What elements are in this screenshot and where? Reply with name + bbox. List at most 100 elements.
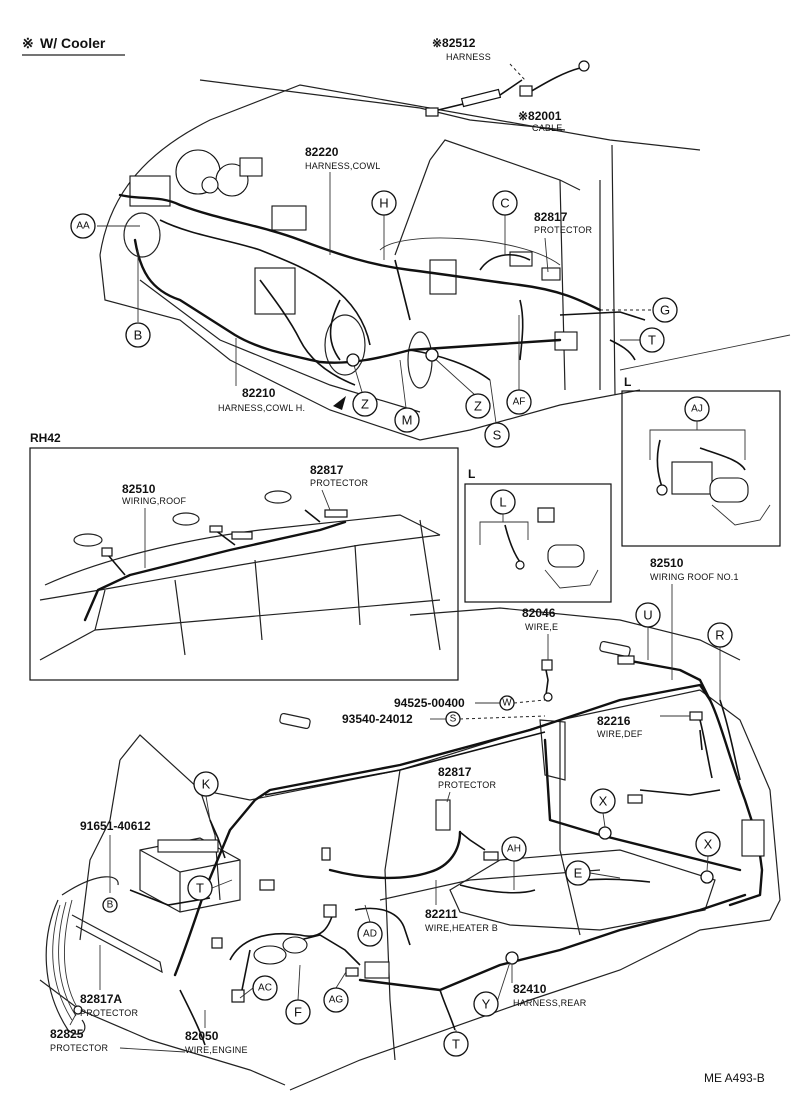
- cargo-floor: [449, 849, 716, 931]
- part-name-wiring-roof-rh: WIRING,ROOF: [122, 496, 186, 506]
- protector-82817-piece: [435, 799, 451, 831]
- svg-text:AJ: AJ: [691, 404, 703, 415]
- svg-text:K: K: [202, 777, 211, 792]
- part-number-82050: 82050: [185, 1029, 219, 1043]
- header-title: W/ Cooler: [40, 35, 106, 51]
- protector-piece-rh: [324, 509, 348, 518]
- part-number-82220: 82220: [305, 145, 339, 159]
- svg-text:T: T: [196, 881, 204, 896]
- svg-text:X: X: [599, 794, 608, 809]
- part-number-82510: 82510: [650, 556, 684, 570]
- label-91651: 91651-40612 B: [80, 819, 151, 913]
- header-mark: ※: [22, 35, 34, 51]
- part-name-harness-rear: HARNESS,REAR: [513, 998, 587, 1008]
- part-name-protector-a: PROTECTOR: [80, 1008, 138, 1018]
- rear-connectors: [211, 655, 765, 1003]
- label-82512: ※82512 HARNESS: [432, 36, 491, 62]
- svg-text:L: L: [499, 495, 506, 510]
- part-name-wiring-roof-no1: WIRING ROOF NO.1: [650, 572, 739, 582]
- svg-text:AC: AC: [258, 983, 272, 994]
- svg-text:AD: AD: [363, 929, 377, 940]
- svg-text:U: U: [643, 608, 652, 623]
- part-name-protector-top: PROTECTOR: [534, 225, 592, 235]
- battery: [139, 837, 241, 913]
- callout-Y: Y: [473, 961, 511, 1017]
- part-name-harness: HARNESS: [446, 52, 491, 62]
- svg-text:AF: AF: [513, 397, 526, 408]
- part-number-82817a: 82817A: [80, 992, 122, 1006]
- part-number-82825: 82825: [50, 1027, 84, 1041]
- part-number-82001: ※82001: [518, 109, 562, 123]
- svg-text:E: E: [574, 866, 583, 881]
- callout-C: C: [492, 190, 518, 255]
- svg-text:B: B: [134, 328, 143, 343]
- label-82001: ※82001 CABLE: [518, 109, 563, 133]
- callout-AD: AD: [357, 904, 383, 947]
- part-name-protector-mid: PROTECTOR: [438, 780, 496, 790]
- inset-label-l-2: L: [468, 467, 475, 481]
- svg-text:R: R: [715, 628, 724, 643]
- part-name-protector-rh: PROTECTOR: [310, 478, 368, 488]
- label-94525: 94525-00400 W: [394, 695, 546, 711]
- svg-text:AA: AA: [76, 221, 90, 232]
- relay-box: [271, 205, 307, 231]
- callout-AH: AH: [501, 836, 527, 890]
- callout-T-bottom: T: [443, 1030, 469, 1057]
- callout-Z-right: Z: [425, 348, 491, 419]
- svg-text:AG: AG: [329, 995, 344, 1006]
- part-number-94525: 94525-00400: [394, 696, 465, 710]
- svg-text:S: S: [493, 428, 502, 443]
- svg-text:Z: Z: [474, 399, 482, 414]
- inset-l-aj: L AJ: [621, 375, 781, 547]
- svg-text:M: M: [402, 413, 413, 428]
- part-name-protector-82825: PROTECTOR: [50, 1043, 108, 1053]
- label-82211: 82211 WIRE,HEATER B: [425, 880, 498, 933]
- callout-AC: AC: [239, 975, 278, 1001]
- callout-B: B: [125, 250, 151, 348]
- callout-M: M: [394, 359, 420, 433]
- label-82050: 82050 WIRE,ENGINE: [185, 1010, 248, 1055]
- part-number-82210: 82210: [242, 386, 276, 400]
- label-82825: 82825 PROTECTOR: [50, 1013, 186, 1053]
- rh42-inset: RH42 82510 WIRING,ROOF 82817 PROTECTOR: [29, 431, 459, 681]
- part-name-cable: CABLE: [532, 123, 563, 133]
- svg-text:Z: Z: [361, 397, 369, 412]
- rh42-label: RH42: [30, 431, 61, 445]
- callout-H: H: [371, 190, 397, 260]
- part-number-82510-rh: 82510: [122, 482, 156, 496]
- part-name-harness-cowl-h: HARNESS,COWL H.: [218, 403, 305, 413]
- svg-text:X: X: [704, 837, 713, 852]
- callout-T-mid: T: [187, 875, 233, 901]
- label-82510: 82510 WIRING ROOF NO.1: [650, 556, 739, 680]
- part-number-82211: 82211: [425, 907, 458, 921]
- svg-text:F: F: [294, 1005, 302, 1020]
- cowl-harness-wires: [118, 193, 646, 386]
- svg-text:H: H: [379, 196, 388, 211]
- header: ※ W/ Cooler: [22, 35, 125, 56]
- label-82817-top: 82817 PROTECTOR: [534, 210, 592, 273]
- part-number-91651: 91651-40612: [80, 819, 151, 833]
- callout-K: K: [193, 771, 219, 821]
- callout-T-top: T: [620, 327, 665, 353]
- callout-S-top: S: [484, 379, 510, 448]
- part-82001-cable-art: [519, 60, 590, 97]
- label-82817-mid: 82817 PROTECTOR: [438, 765, 496, 803]
- part-number-82410: 82410: [513, 982, 547, 996]
- inset-label-l: L: [624, 375, 631, 389]
- label-82410: 82410 HARNESS,REAR: [511, 964, 587, 1008]
- callout-W: W: [502, 698, 512, 709]
- condenser-coil: [45, 876, 163, 1035]
- instrument-cluster: [129, 149, 578, 351]
- arrow-icon: [333, 396, 346, 410]
- callout-G: G: [600, 297, 678, 323]
- blower-motor: [253, 945, 287, 965]
- callout-U: U: [635, 602, 661, 660]
- label-82817a: 82817A PROTECTOR: [80, 945, 138, 1018]
- callout-AF: AF: [506, 315, 532, 415]
- rear-pillar-box: [539, 719, 566, 781]
- label-82210: 82210 HARNESS,COWL H.: [218, 338, 346, 413]
- part-number-82216: 82216: [597, 714, 631, 728]
- callout-S-small: S: [450, 714, 457, 725]
- part-number-82817-rh: 82817: [310, 463, 344, 477]
